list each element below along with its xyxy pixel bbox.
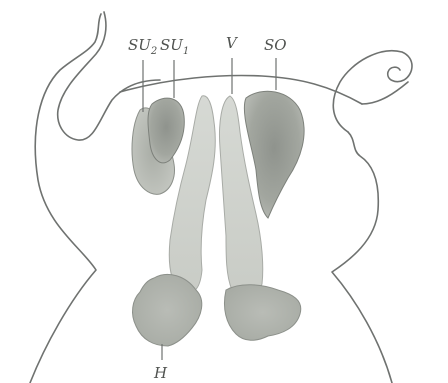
right-foot	[224, 285, 300, 341]
so-organ	[244, 91, 304, 218]
label-h: H	[153, 364, 168, 382]
left-foot	[133, 274, 202, 346]
label-so: SO	[264, 36, 287, 54]
right-spiral-contour	[333, 51, 412, 132]
label-v: V	[226, 34, 239, 52]
right-outer-contour	[332, 132, 392, 383]
su1-organ	[148, 98, 184, 163]
label-su2: SU2	[128, 36, 157, 57]
right-inner-contour	[362, 82, 408, 104]
left-outer-contour	[30, 14, 101, 383]
label-su1: SU1	[160, 36, 189, 57]
